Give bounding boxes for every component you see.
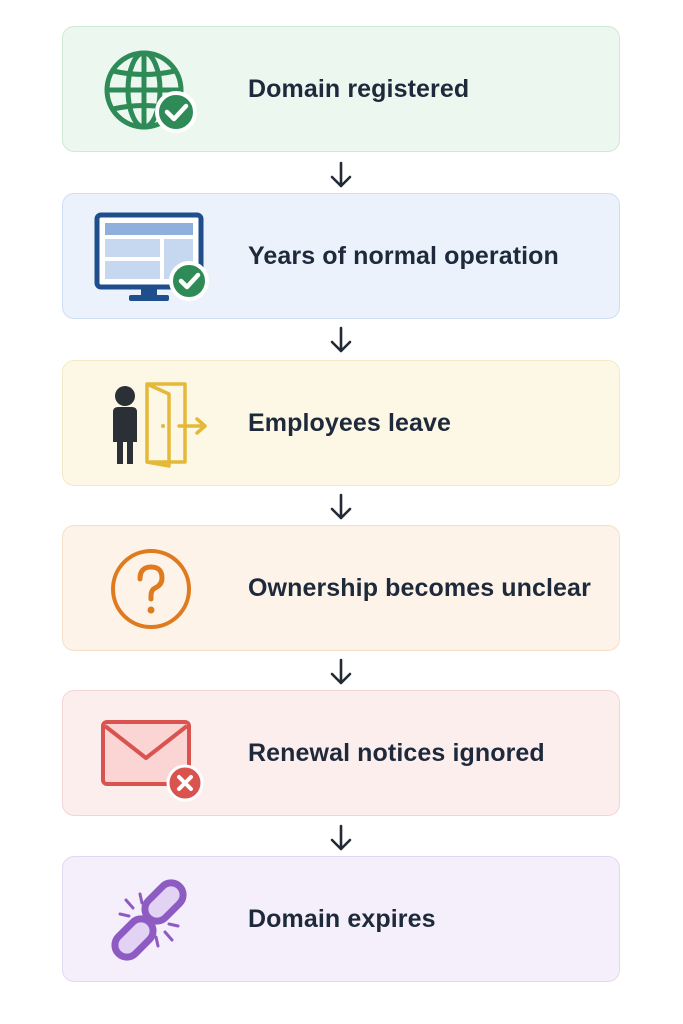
- envelope-x-icon: [91, 701, 211, 807]
- arrow-down-icon: [329, 489, 353, 525]
- arrow-down-icon: [329, 654, 353, 690]
- flow-step-domain-expires: Domain expires: [62, 856, 620, 982]
- step-label: Renewal notices ignored: [248, 738, 545, 767]
- flow-step-domain-registered: Domain registered: [62, 26, 620, 152]
- person-exit-door-icon: [91, 371, 211, 477]
- flow-step-renewal-ignored: Renewal notices ignored: [62, 690, 620, 816]
- flow-step-ownership-unclear: Ownership becomes unclear: [62, 525, 620, 651]
- step-label: Ownership becomes unclear: [248, 573, 591, 602]
- flow-step-employees-leave: Employees leave: [62, 360, 620, 486]
- step-label: Domain registered: [248, 74, 470, 103]
- globe-check-icon: [91, 37, 211, 143]
- arrow-down-icon: [329, 322, 353, 358]
- step-label: Employees leave: [248, 408, 452, 437]
- monitor-check-icon: [91, 204, 211, 310]
- arrow-down-icon: [329, 157, 353, 193]
- flow-step-normal-operation: Years of normal operation: [62, 193, 620, 319]
- question-circle-icon: [91, 536, 211, 642]
- arrow-down-icon: [329, 820, 353, 856]
- step-label: Years of normal operation: [248, 241, 559, 270]
- broken-link-icon: [91, 867, 211, 973]
- step-label: Domain expires: [248, 904, 436, 933]
